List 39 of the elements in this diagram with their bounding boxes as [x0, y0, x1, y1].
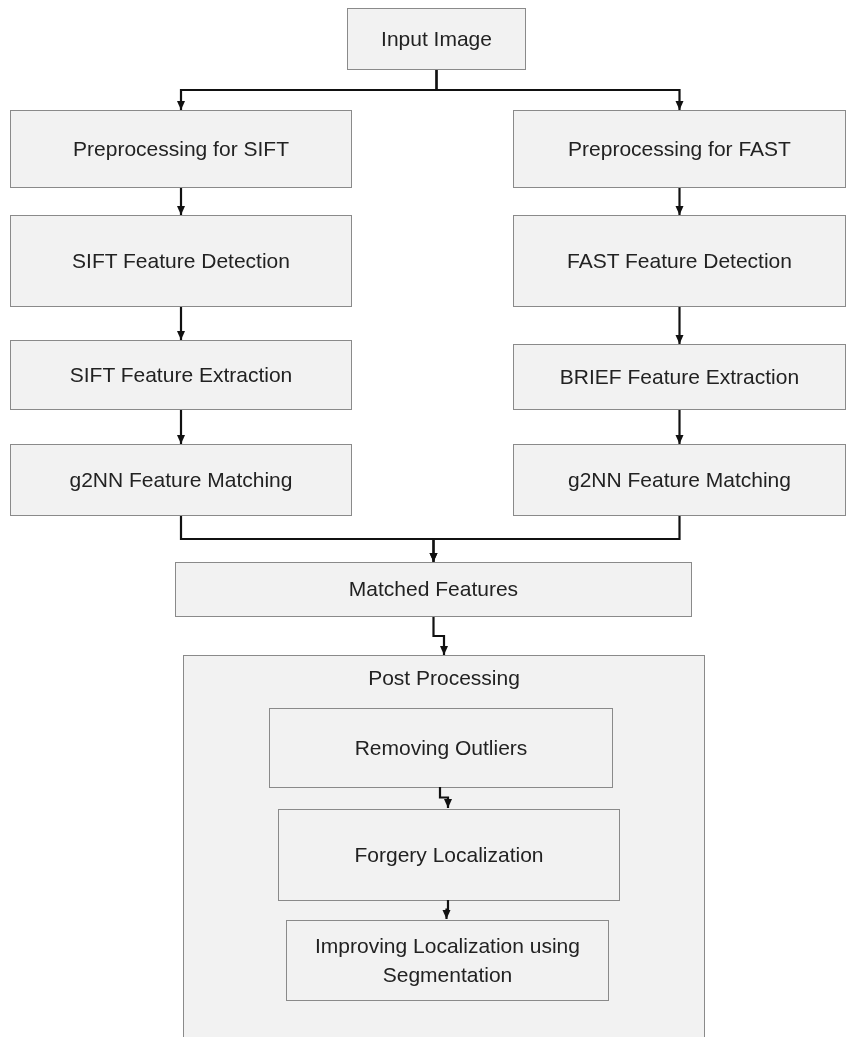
arrow: [675, 188, 684, 215]
arrow: [177, 307, 185, 340]
node-text: SIFT Feature Extraction: [69, 361, 293, 388]
process-box: [513, 444, 846, 516]
node-text: SIFT Feature Detection: [72, 247, 290, 274]
arrow: [432, 617, 448, 655]
process-box: [347, 8, 526, 70]
process-box: [269, 708, 613, 788]
node-text: Improving Localization using Segmentation: [314, 933, 581, 988]
process-box: [10, 110, 352, 188]
process-box: [10, 215, 352, 307]
node-text: FAST Feature Detection: [567, 247, 792, 274]
process-box: [286, 920, 609, 1001]
process-box: [513, 110, 846, 188]
node-text: Forgery Localization: [354, 841, 544, 868]
node-text: BRIEF Feature Extraction: [559, 363, 800, 390]
arrow: [429, 516, 681, 562]
arrow: [675, 307, 684, 344]
node-text: Removing Outliers: [354, 734, 528, 761]
process-box: [513, 215, 846, 307]
arrow: [438, 787, 452, 808]
arrow: [177, 410, 185, 444]
process-box: [278, 809, 620, 901]
process-box: [175, 562, 692, 617]
node-text: g2NN Feature Matching: [568, 466, 791, 493]
node-text: Matched Features: [348, 576, 519, 603]
process-box: [10, 340, 352, 410]
process-box: [10, 444, 352, 516]
node-text: g2NN Feature Matching: [69, 466, 293, 493]
arrow: [442, 900, 451, 919]
node-text: Preprocessing for SIFT: [73, 135, 289, 162]
node-text: Input Image: [381, 25, 492, 52]
process-box: [513, 344, 846, 410]
arrow: [435, 70, 684, 110]
node-text: Preprocessing for FAST: [568, 135, 791, 162]
group-box: [183, 655, 705, 1037]
arrow: [675, 410, 684, 444]
arrow: [177, 188, 185, 215]
group-heading: Post Processing: [368, 665, 520, 691]
